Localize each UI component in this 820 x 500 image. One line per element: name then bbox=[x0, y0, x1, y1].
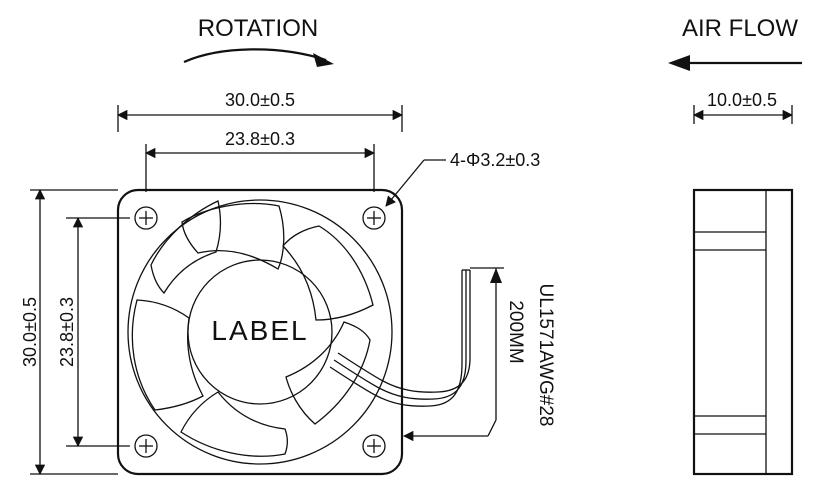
fan-side-body bbox=[692, 188, 794, 476]
fan-blade-right-top bbox=[282, 225, 374, 321]
fan-blade-left-bottom bbox=[131, 299, 204, 411]
height-dimension-text: 30.0±0.5 bbox=[20, 297, 40, 367]
center-label: LABEL bbox=[211, 315, 308, 346]
cable-length-top-arrow-icon bbox=[490, 268, 502, 283]
cable-spec-text: UL1571AWG#28 bbox=[535, 284, 556, 427]
thickness-dimension-text: 10.0±0.5 bbox=[707, 90, 777, 110]
fan-blades bbox=[131, 200, 374, 457]
front-view: 30.0±0.5 23.8±0.3 30.0±0.5 23.8±0.3 LABE… bbox=[20, 90, 556, 476]
fan-blade-bottom bbox=[180, 391, 288, 457]
left-arrow-icon bbox=[668, 55, 802, 71]
cable-length-text: 200MM bbox=[505, 300, 526, 363]
curved-arrow-icon bbox=[183, 48, 334, 67]
fan-blade-top bbox=[181, 202, 285, 270]
hole-callout-leader bbox=[385, 159, 425, 207]
fan-blade-right-bottom bbox=[285, 321, 371, 425]
outer-fan-ring bbox=[127, 199, 393, 465]
cable-length-bend-line bbox=[487, 419, 497, 437]
mounting-hole-top-right bbox=[362, 206, 386, 230]
width-dimension-text: 30.0±0.5 bbox=[225, 90, 295, 110]
mounting-hole-bottom-left bbox=[134, 434, 158, 458]
vertical-hole-spacing-dimension-text: 23.8±0.3 bbox=[57, 297, 77, 367]
hole-spacing-dimension-text: 23.8±0.3 bbox=[225, 129, 295, 149]
side-view: 10.0±0.5 bbox=[692, 90, 794, 476]
mounting-hole-top-left bbox=[134, 206, 158, 230]
fan-blade-left-top bbox=[150, 200, 222, 295]
rotation-label: ROTATION bbox=[198, 15, 318, 42]
hole-callout-text: 4-Φ3.2±0.3 bbox=[450, 150, 540, 170]
fan-frame bbox=[116, 188, 404, 476]
cable-bundle bbox=[329, 269, 471, 407]
air-flow-label: AIR FLOW bbox=[682, 15, 798, 42]
mounting-hole-bottom-right bbox=[362, 434, 386, 458]
